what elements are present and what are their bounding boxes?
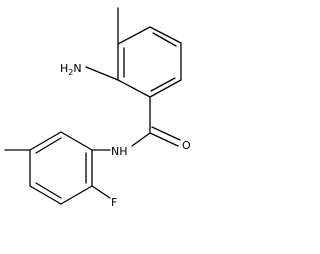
ring-bond-inner	[150, 77, 176, 92]
carbonyl-double-bond	[149, 132, 179, 147]
ring-bond-inner	[152, 32, 177, 47]
benzoyl-ring	[117, 26, 182, 98]
ring-bond	[60, 185, 93, 205]
ring-bond	[29, 185, 62, 205]
amine-label: H2N	[60, 62, 82, 77]
amide-nitrogen-label: NH	[111, 145, 128, 158]
amine-n-label: N	[73, 62, 81, 75]
carbonyl-to-amide-bond	[131, 132, 151, 147]
ring-bond	[117, 79, 151, 98]
ring-bond	[29, 131, 62, 151]
fluorine-bond	[91, 185, 111, 199]
amine-subscript: 2	[68, 68, 73, 77]
ring-bond-inner	[35, 137, 62, 154]
carbonyl-double-bond-2	[151, 126, 181, 141]
fluorine-label: F	[111, 196, 117, 209]
molecule-structure: H2N O NH F	[4, 7, 191, 209]
ring-bond	[149, 26, 182, 44]
amine-h-label: H	[60, 62, 68, 75]
carbonyl-oxygen-label: O	[182, 139, 191, 152]
ring-bond	[60, 131, 93, 151]
fluorophenyl-ring	[29, 131, 93, 205]
amine-bond	[85, 66, 119, 81]
ring-bond	[117, 26, 151, 45]
ring-bond-inner	[35, 182, 62, 199]
ring-bond	[149, 79, 182, 98]
